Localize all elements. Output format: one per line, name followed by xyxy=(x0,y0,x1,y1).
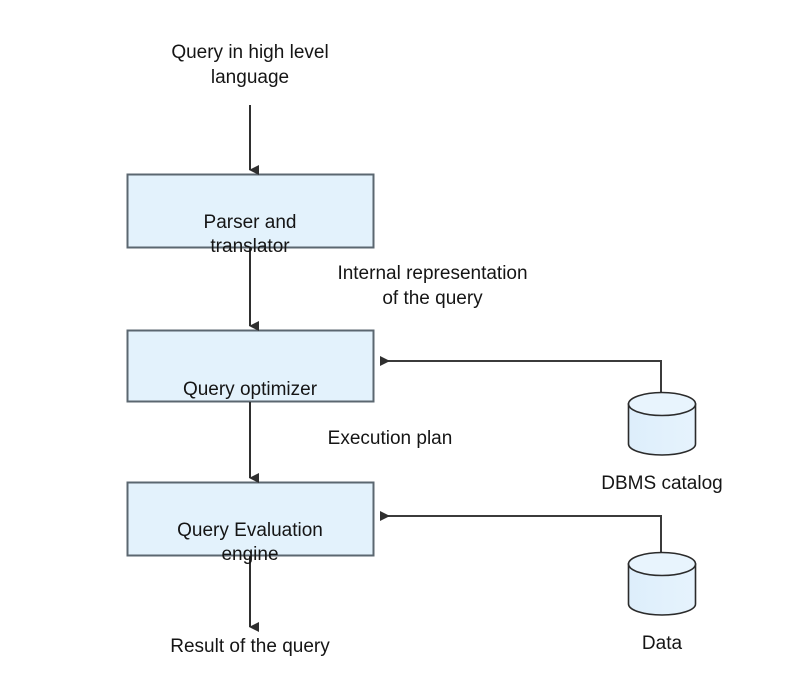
connector-catalog-to-optimizer xyxy=(380,356,662,400)
label-execution-plan: Execution plan xyxy=(327,428,453,449)
label-dbms-catalog: DBMS catalog xyxy=(601,473,723,494)
connector-data-to-engine xyxy=(380,511,662,560)
cylinder-data[interactable] xyxy=(627,551,697,616)
label-internal-representation: Internal representation of the query xyxy=(337,263,528,310)
box-query-optimizer[interactable] xyxy=(126,329,375,403)
label-data: Data xyxy=(641,633,683,654)
label-result-of-query: Result of the query xyxy=(170,636,330,657)
box-query-evaluation-engine[interactable] xyxy=(126,481,375,557)
label-input-query: Query in high level language xyxy=(171,42,329,89)
box-parser-and-translator[interactable] xyxy=(126,173,375,249)
cylinder-dbms-catalog[interactable] xyxy=(627,391,697,456)
